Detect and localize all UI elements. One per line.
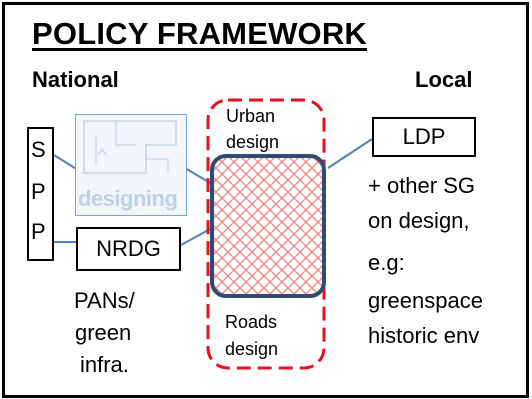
spp-letter: P <box>31 219 46 244</box>
ldp-box: LDP <box>372 117 476 157</box>
roads-design-label: Roads <box>225 312 278 332</box>
nrdg-note-line: PANs/ <box>74 288 135 313</box>
spp-letter: P <box>31 179 46 204</box>
local-list-line: e.g: <box>368 250 405 275</box>
connector-spp-thumbnail <box>53 154 79 171</box>
nrdg-box: NRDG <box>76 227 181 271</box>
floorplan-sketch-icon <box>83 120 177 174</box>
local-list-line: on design, <box>368 208 470 233</box>
connector-ldp-center <box>327 138 373 169</box>
urban-design-label: Urban <box>226 106 276 126</box>
thumbnail-text: designing <box>78 186 178 211</box>
local-list-line: + other SG <box>368 173 476 198</box>
nrdg-label: NRDG <box>96 236 161 261</box>
spp-box: S P P <box>27 127 54 261</box>
roads-design-label: design <box>225 339 279 359</box>
central-design-box <box>210 154 326 298</box>
nrdg-note-line: infra. <box>80 352 129 377</box>
diagram-title: POLICY FRAMEWORK <box>32 16 368 51</box>
nrdg-note-line: green <box>75 320 132 345</box>
spp-letter: S <box>31 137 46 162</box>
ldp-label: LDP <box>402 124 446 149</box>
local-list-line: greenspace <box>368 288 483 313</box>
urban-design-label: design <box>226 132 280 152</box>
local-list-line: historic env <box>368 323 480 348</box>
designing-thumbnail-image: designing <box>75 114 187 216</box>
local-header: Local <box>415 67 473 92</box>
national-header: National <box>32 67 119 92</box>
